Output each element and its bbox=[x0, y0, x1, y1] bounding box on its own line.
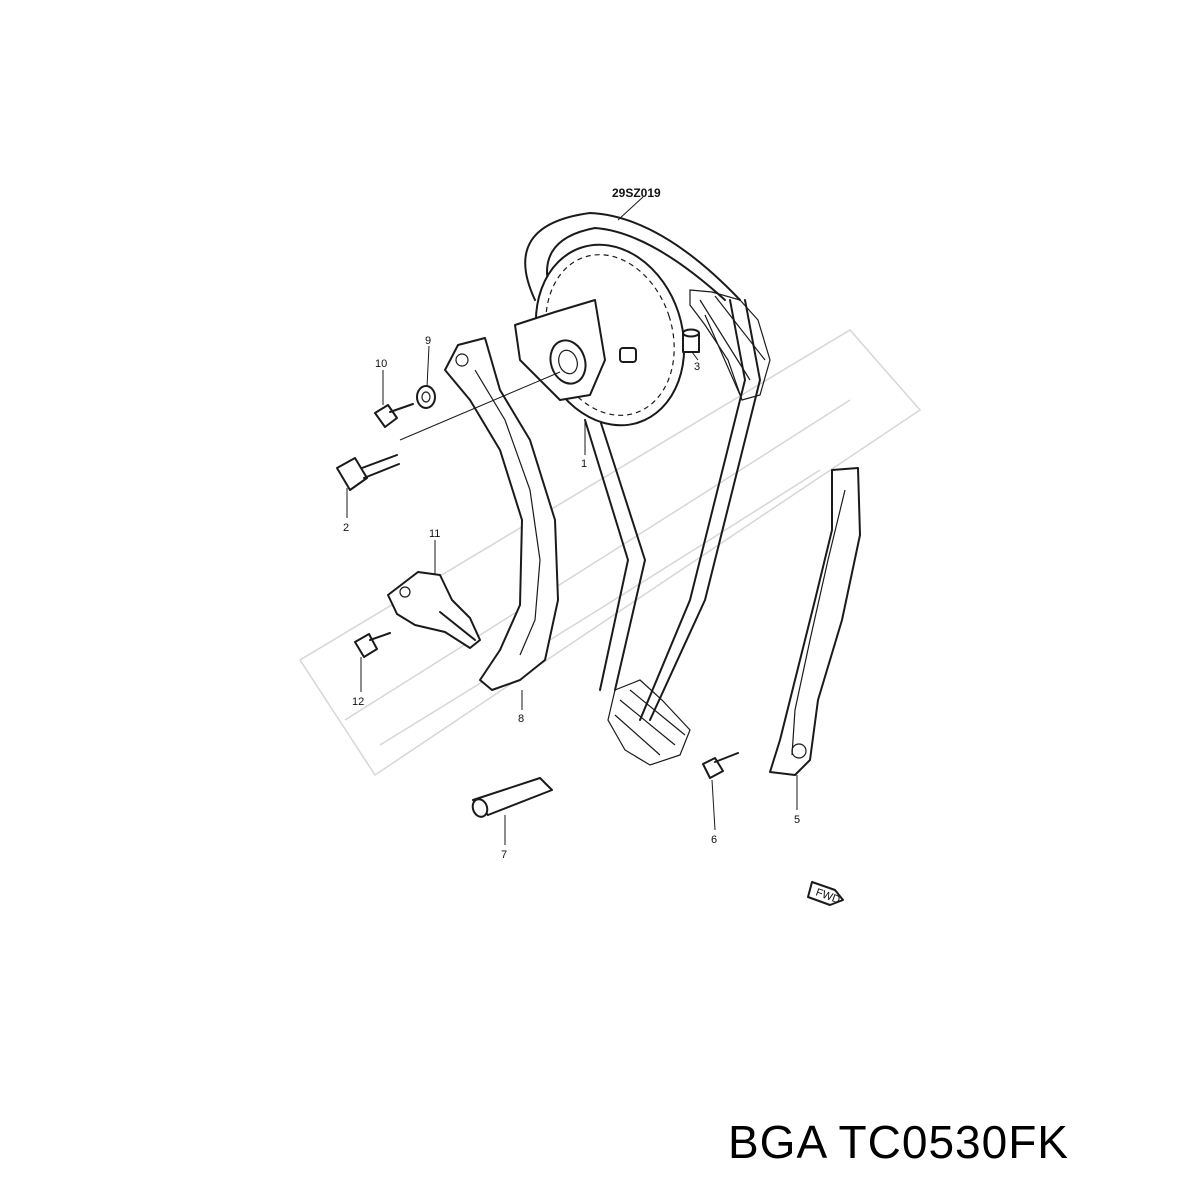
bolt-2 bbox=[336, 454, 400, 491]
pin-7 bbox=[471, 777, 553, 818]
callout-11: 11 bbox=[429, 528, 440, 540]
diagram-code: 29SZ019 bbox=[612, 186, 661, 200]
washer-9 bbox=[416, 385, 436, 409]
callout-5: 5 bbox=[794, 814, 800, 826]
part-number: BGA TC0530FK bbox=[728, 1116, 1069, 1168]
tensioner-guide bbox=[444, 337, 559, 691]
callout-12: 12 bbox=[352, 696, 364, 708]
leader-lines bbox=[346, 196, 798, 845]
callout-6: 6 bbox=[711, 834, 717, 846]
chain-guide bbox=[769, 467, 861, 776]
callout-3: 3 bbox=[694, 361, 700, 373]
fwd-arrow: FWD bbox=[807, 881, 844, 906]
callout-1: 1 bbox=[581, 458, 587, 470]
callout-9: 9 bbox=[425, 335, 431, 347]
bolt-12 bbox=[354, 632, 391, 658]
callout-2: 2 bbox=[343, 522, 349, 534]
chain-tensioner bbox=[387, 571, 481, 649]
timing-chain bbox=[524, 212, 771, 766]
watermark bbox=[298, 329, 922, 777]
callout-labels: 29SZ019 1 2 3 5 6 7 8 9 10 11 12 bbox=[343, 186, 800, 861]
cam-sprocket bbox=[514, 243, 686, 427]
callout-7: 7 bbox=[501, 849, 507, 861]
bolt-10 bbox=[374, 403, 414, 428]
callout-8: 8 bbox=[518, 713, 524, 725]
callout-10: 10 bbox=[375, 358, 387, 370]
bolt-6 bbox=[702, 752, 739, 779]
dowel-pin bbox=[682, 328, 700, 353]
